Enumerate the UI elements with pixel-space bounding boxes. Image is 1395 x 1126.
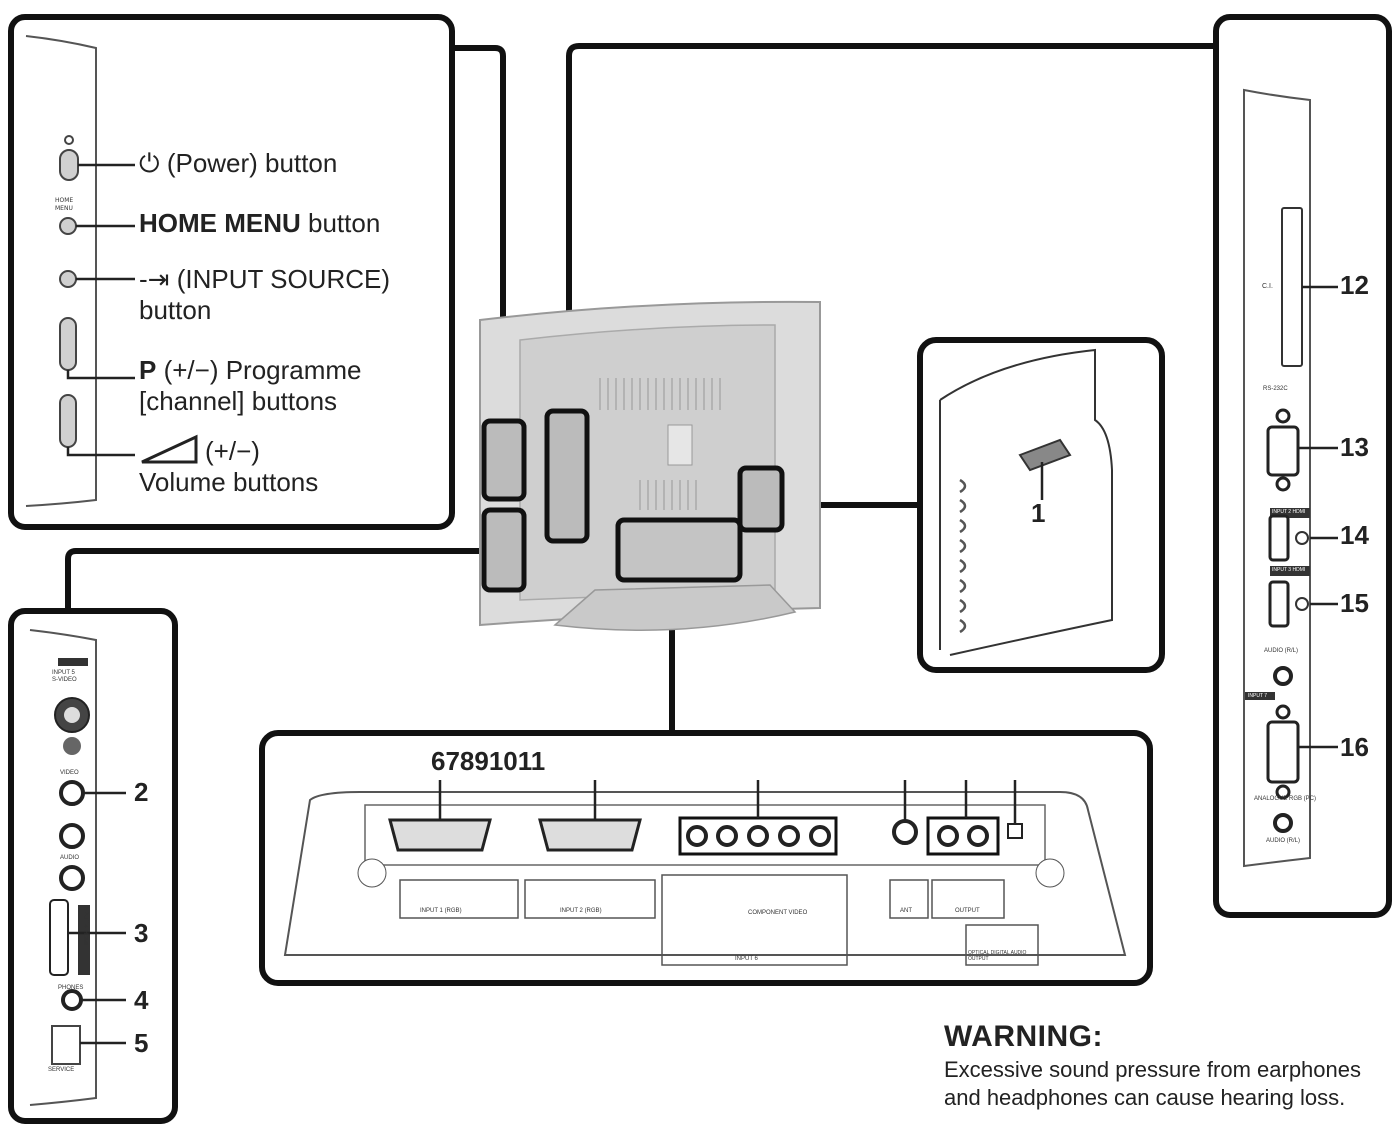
optical-output xyxy=(1007,823,1023,839)
programme-rocker-shape xyxy=(59,317,77,371)
side-panel-print: INPUT 5 S-VIDEO xyxy=(52,670,77,683)
control-side-panel: HOME MENU xyxy=(25,35,198,507)
power-button-shape xyxy=(59,149,79,181)
callout-14: 14 xyxy=(1340,520,1369,550)
callout-5: 5 xyxy=(134,1028,149,1058)
input-button-shape xyxy=(59,270,77,288)
frame-right-terminals xyxy=(1213,14,1392,918)
scart-1 xyxy=(388,818,492,852)
hdmi-port-side xyxy=(49,899,69,976)
svg-text:HOME: HOME xyxy=(55,197,73,204)
home-menu-button-shape xyxy=(59,217,77,235)
rear-ant-print: ANT xyxy=(900,908,912,914)
rear-input2-print: INPUT 2 (RGB) xyxy=(560,908,602,914)
input-source-button-label: -⇥ (INPUT SOURCE) button xyxy=(139,264,390,325)
svg-text:MENU: MENU xyxy=(55,205,73,212)
rear-output-print: OUTPUT xyxy=(955,908,980,914)
highlight-side-terminals xyxy=(481,507,527,593)
programme-button-label: P (+/−) Programme [channel] buttons xyxy=(139,355,362,416)
right-rs232c-print: RS-232C xyxy=(1263,386,1288,392)
right-hdmi2-print: INPUT 2 HDMI xyxy=(1272,509,1306,515)
rear-terminal-panel xyxy=(283,780,1127,966)
side-terminal-strip xyxy=(29,629,126,1106)
frame-control-buttons xyxy=(8,14,455,530)
power-socket-detail xyxy=(939,348,1113,656)
audio-jack-r xyxy=(59,865,85,891)
right-hdmi3-print: INPUT 3 HDMI xyxy=(1272,567,1306,573)
panel-frames xyxy=(8,14,1392,1124)
frame-power-socket xyxy=(917,337,1165,673)
audio-jack-l xyxy=(59,823,85,849)
highlight-right-terminals xyxy=(544,408,590,544)
callout-3: 3 xyxy=(134,918,149,948)
side-service-print: SERVICE xyxy=(48,1067,75,1073)
volume-button-label: (+/−) xyxy=(205,436,260,466)
callout-4: 4 xyxy=(134,985,149,1015)
callout-15: 15 xyxy=(1340,588,1369,618)
rs232c-port xyxy=(1266,425,1300,477)
service-port xyxy=(51,1025,81,1065)
callout-16: 16 xyxy=(1340,732,1369,762)
right-audio2-print: AUDIO (R/L) xyxy=(1266,838,1301,844)
leader-top-left xyxy=(452,45,506,430)
rear-optical-print: OPTICAL DIGITAL AUDIO OUTPUT xyxy=(968,950,1027,962)
highlight-controls xyxy=(481,418,527,502)
video-jack xyxy=(59,780,85,806)
right-terminal-strip xyxy=(1243,88,1338,868)
leader-left-side xyxy=(65,548,490,610)
right-rgb-print: ANALOGUE RGB (PC) xyxy=(1254,796,1317,802)
warning-text: Excessive sound pressure from earphones … xyxy=(944,1057,1361,1110)
audio-jack-right-2 xyxy=(1273,813,1293,833)
frame-side-terminals xyxy=(8,608,178,1124)
audio-jack-right-1 xyxy=(1273,666,1293,686)
highlight-power-socket xyxy=(737,465,785,533)
volume-rocker-shape xyxy=(59,394,77,448)
right-input7-print: INPUT 7 xyxy=(1248,693,1268,699)
power-icon: ⏻ xyxy=(139,148,160,178)
callout-1: 1 xyxy=(1031,498,1046,528)
rear-input6-print: INPUT 6 xyxy=(735,956,758,962)
side-video-print: VIDEO xyxy=(60,770,79,776)
callout-12: 12 xyxy=(1340,270,1369,300)
callout-6-11: 67891011 xyxy=(431,746,546,776)
antenna-jack xyxy=(892,819,918,845)
volume-button-label-2: Volume buttons xyxy=(139,467,319,497)
side-phones-print: PHONES xyxy=(58,985,84,991)
headphone-jack xyxy=(61,989,83,1011)
rear-input1-print: INPUT 1 (RGB) xyxy=(420,908,462,914)
callout-2: 2 xyxy=(134,777,149,807)
leader-top-right xyxy=(566,43,1216,420)
side-hdmi-print: INPUT 4 HDMI xyxy=(82,905,88,945)
tv-rear-illustration xyxy=(479,300,821,631)
right-audio1-print: AUDIO (R/L) xyxy=(1264,648,1299,654)
highlight-rear-terminals xyxy=(615,517,743,583)
hdmi-port-3 xyxy=(1268,580,1290,628)
callout-13: 13 xyxy=(1340,432,1369,462)
volume-icon xyxy=(141,434,198,464)
ci-slot xyxy=(1281,207,1303,367)
frame-rear-terminals xyxy=(259,730,1153,986)
power-button-label: ⏻ (Power) button xyxy=(139,148,338,178)
scart-2 xyxy=(538,818,642,852)
side-audio-print: AUDIO xyxy=(60,855,80,861)
home-menu-button-label: HOME MENU button xyxy=(139,208,381,238)
right-ci-print: C.I. xyxy=(1262,283,1273,290)
input-source-icon: -⇥ xyxy=(139,264,170,294)
hdmi-port-2 xyxy=(1268,514,1290,562)
rear-component-print: COMPONENT VIDEO xyxy=(748,910,808,916)
analogue-rgb-port xyxy=(1266,720,1300,784)
warning-title: WARNING: xyxy=(944,1020,1103,1053)
